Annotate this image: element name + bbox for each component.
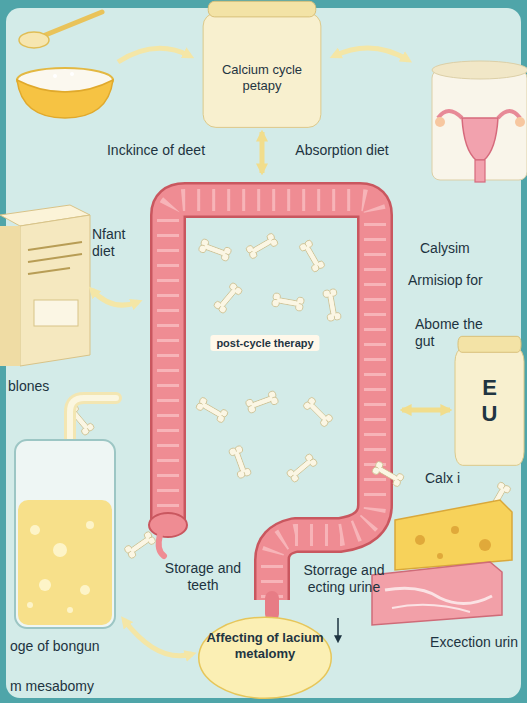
text-label: Inckince of deet — [106, 142, 206, 159]
intestine-region: post-cycle therapy — [130, 175, 400, 605]
text-label: Absorption diet — [292, 142, 392, 159]
text-label: Storrage and ecting urine — [296, 562, 392, 595]
node-text: E — [460, 375, 519, 401]
text-label: Storage and teeth — [158, 560, 248, 593]
text-label: oge of bongun — [10, 638, 140, 655]
flow-arrow — [260, 132, 265, 173]
metabolism-circle: Affecting of lacium metalomy — [196, 612, 334, 700]
text-label: blones — [8, 378, 78, 395]
text-label: Armisiop for — [408, 272, 520, 289]
text-label: Excection urin — [352, 634, 518, 651]
node-text: Affecting of lacium metalomy — [204, 630, 326, 661]
center-label: post-cycle therapy — [210, 335, 319, 351]
flow-arrow — [402, 408, 450, 413]
calcium-jar: EU — [452, 335, 527, 468]
text-label: Abome the gut — [415, 316, 499, 349]
node-text: Calcium cycle petapy — [206, 62, 318, 93]
text-label: Nfant diet — [92, 226, 148, 259]
text-label: Calysim — [420, 240, 500, 257]
node-text: U — [460, 401, 519, 427]
text-label: m mesabomy — [10, 678, 160, 695]
supplement-jar: Calcium cycle petapy — [198, 0, 326, 130]
text-label: Calx i — [425, 470, 505, 487]
